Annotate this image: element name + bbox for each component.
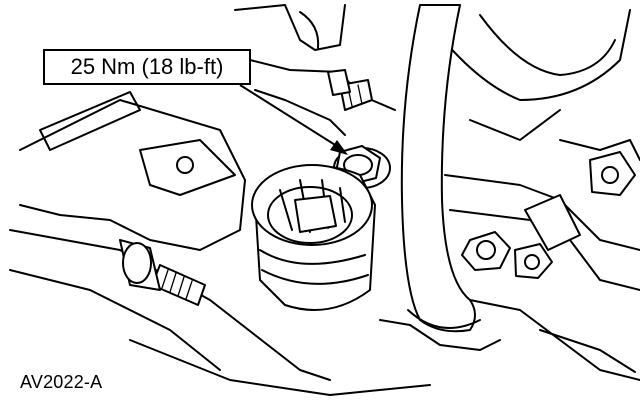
cylindrical-mount: [251, 164, 376, 311]
block-lower-edge-2: [9, 269, 221, 371]
upper-right-inner: [479, 14, 616, 76]
upper-bolt: [327, 69, 373, 111]
upper-housing-rim: [249, 59, 396, 111]
stud-bolt: [119, 239, 206, 306]
upper-housing-flange: [254, 89, 346, 136]
pipe-bracket-bottom: [379, 319, 501, 351]
right-bolt-3: [589, 151, 636, 196]
torque-label: 25 Nm (18 lb-ft): [70, 54, 224, 79]
pad-hole: [176, 156, 194, 174]
bracket-outline: [19, 99, 246, 251]
right-manifold-low: [469, 299, 640, 381]
right-bolt-2: [514, 243, 553, 279]
lower-right-line: [539, 329, 636, 373]
upper-housing-rib: [299, 11, 320, 49]
upper-housing-left: [234, 4, 346, 51]
right-upper-edge: [559, 139, 640, 161]
bracket-flange: [39, 91, 141, 151]
vertical-pipe: [400, 4, 476, 333]
torque-callout: 25 Nm (18 lb-ft): [43, 49, 251, 85]
right-bracket-plate: [524, 194, 581, 251]
leader-arrow-icon: [239, 84, 348, 155]
figure-id: AV2022-A: [20, 372, 103, 392]
block-lower-edge: [9, 229, 331, 381]
pipe-clamp: [407, 309, 481, 329]
mount-pad: [139, 139, 236, 196]
right-bolt-1: [461, 231, 511, 271]
upper-right-lip: [469, 109, 561, 141]
lower-floor-line: [129, 339, 431, 396]
